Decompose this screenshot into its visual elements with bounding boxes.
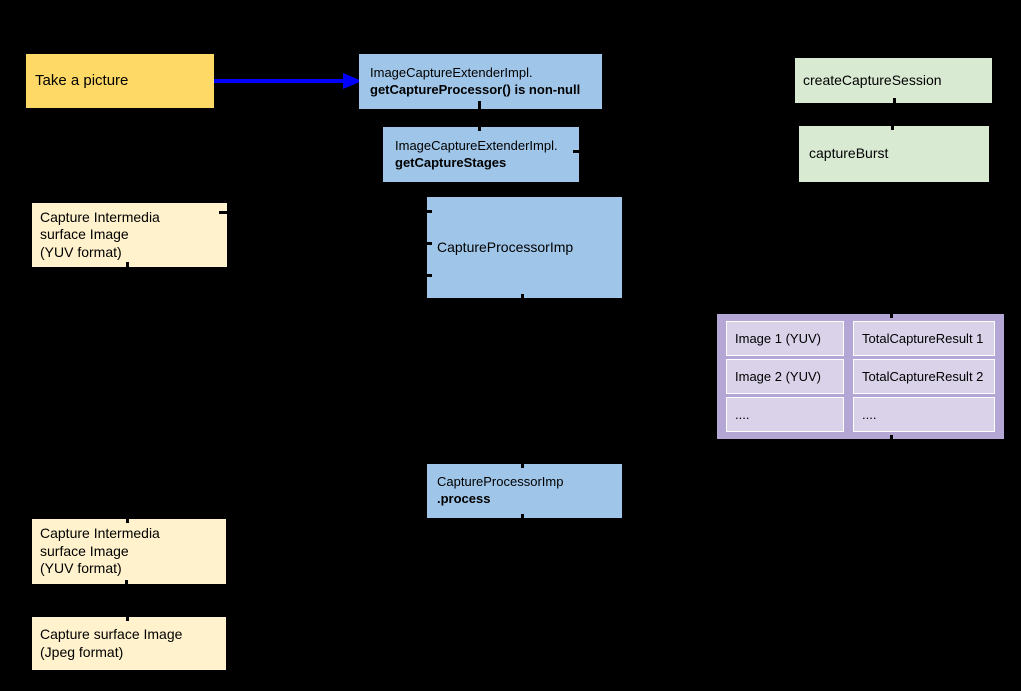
connector-stub [521,294,524,302]
connector-stub [424,242,432,245]
take-picture-box: Take a picture [26,54,214,108]
create-capture-session-label: createCaptureSession [803,71,942,88]
connector-stub [890,435,893,443]
table-cell-image-more: .... [726,397,844,432]
connector-stub [126,515,129,523]
method-name-label: .process [437,491,491,506]
cell-label: TotalCaptureResult 1 [862,331,984,346]
connector-stub [126,613,129,621]
get-capture-processor-box: ImageCaptureExtenderImpl. getCaptureProc… [359,54,602,109]
connector-stub [521,460,524,468]
connector-stub [893,98,896,106]
table-cell-image-1: Image 1 (YUV) [726,321,844,356]
table-cell-result-1: TotalCaptureResult 1 [853,321,995,356]
table-cell-result-2: TotalCaptureResult 2 [853,359,995,394]
take-picture-label: Take a picture [35,71,129,89]
method-name-label: getCaptureProcessor() is non-null [370,81,581,97]
surface-label-line: (Jpeg format) [40,643,124,660]
table-cell-result-more: .... [853,397,995,432]
cell-label: .... [735,407,750,422]
table-cell-image-2: Image 2 (YUV) [726,359,844,394]
class-name-label: ImageCaptureExtenderImpl. [370,64,533,80]
intermedia-surface-top-box: Capture Intermedia surface Image (YUV fo… [32,203,227,267]
blue-arrow [214,73,362,89]
connector-stub [478,101,481,109]
capture-processor-label: CaptureProcessorImp [437,238,574,255]
surface-label-line: (YUV format) [40,243,122,260]
class-name-label: ImageCaptureExtenderImpl. [395,137,558,153]
connector-stub [424,274,432,277]
surface-label-line: surface Image [40,542,129,559]
connector-stub [219,211,227,214]
connector-stub [573,150,581,153]
process-box: CaptureProcessorImp .process [427,464,622,518]
get-capture-stages-box: ImageCaptureExtenderImpl. getCaptureStag… [383,127,579,182]
arrowhead-icon [343,73,362,89]
intermedia-surface-bottom-box: Capture Intermedia surface Image (YUV fo… [32,519,226,584]
class-name-label: CaptureProcessorImp [437,474,564,490]
capture-burst-box: captureBurst [799,126,989,182]
cell-label: .... [862,407,877,422]
capture-processor-box: CaptureProcessorImp [427,197,622,298]
surface-label-line: surface Image [40,226,129,243]
cell-label: Image 1 (YUV) [735,331,821,346]
create-capture-session-box: createCaptureSession [795,58,992,103]
surface-label-line: Capture Intermedia [40,525,160,542]
connector-stub [424,210,432,213]
cell-label: TotalCaptureResult 2 [862,369,984,384]
connector-stub [521,514,524,522]
capture-burst-label: captureBurst [809,145,889,162]
surface-label-line: (YUV format) [40,560,122,577]
surface-label-line: Capture Intermedia [40,208,160,225]
connector-stub [891,122,894,130]
connector-stub [125,580,128,588]
capture-surface-jpeg-box: Capture surface Image (Jpeg format) [32,617,226,670]
connector-stub [126,262,129,270]
capture-results-table: Image 1 (YUV) TotalCaptureResult 1 Image… [717,314,1004,439]
surface-label-line: Capture surface Image [40,626,183,642]
cell-label: Image 2 (YUV) [735,369,821,384]
method-name-label: getCaptureStages [395,154,507,170]
connector-stub [478,123,481,131]
connector-stub [890,310,893,318]
